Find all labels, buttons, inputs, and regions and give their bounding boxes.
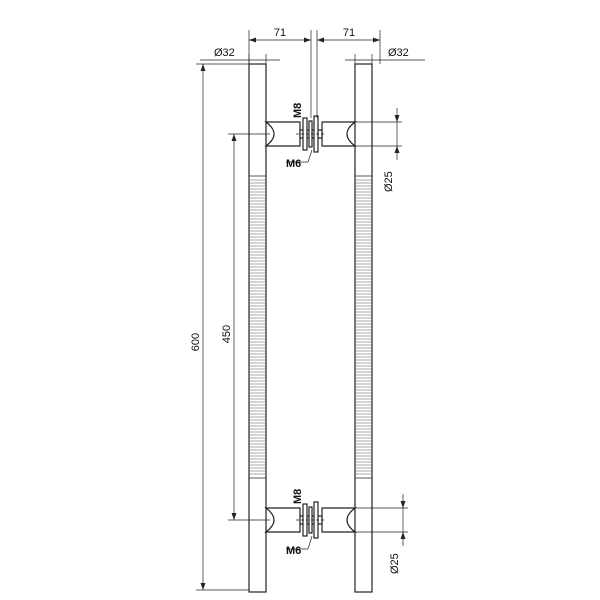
right-grip-grooves (355, 179, 372, 475)
dimension-offset-right: 71 (316, 27, 381, 118)
thread-m6-top-label: M6 (286, 158, 301, 170)
total-length-label: 600 (190, 333, 202, 351)
diameter-left-label: Ø32 (214, 47, 235, 59)
standoff-top-label: Ø25 (383, 171, 395, 192)
left-handle-bar (248, 63, 267, 593)
dimension-standoff-top: Ø25 (355, 108, 402, 192)
bottom-standoff-assembly (264, 501, 357, 539)
offset-left-label: 71 (274, 27, 286, 39)
diameter-right-label: Ø32 (388, 47, 409, 59)
dimension-total-length: 600 (190, 63, 249, 591)
top-standoff-assembly (264, 115, 357, 153)
standoff-bottom-label: Ø25 (389, 553, 401, 574)
dimension-center-distance: 450 (221, 133, 270, 521)
thread-m8-bottom-label: M8 (292, 489, 304, 504)
thread-m6-bottom-label: M6 (286, 545, 301, 557)
offset-right-label: 71 (343, 27, 355, 39)
dimension-standoff-bottom: Ø25 (355, 494, 408, 574)
dimension-diameter-right: Ø32 (345, 47, 425, 66)
right-handle-bar (354, 63, 373, 593)
left-grip-grooves (249, 179, 266, 475)
center-distance-label: 450 (221, 325, 233, 343)
dimension-offset-left: 71 (248, 27, 312, 118)
thread-m8-top-label: M8 (292, 103, 304, 118)
dimension-diameter-left: Ø32 (200, 47, 280, 66)
